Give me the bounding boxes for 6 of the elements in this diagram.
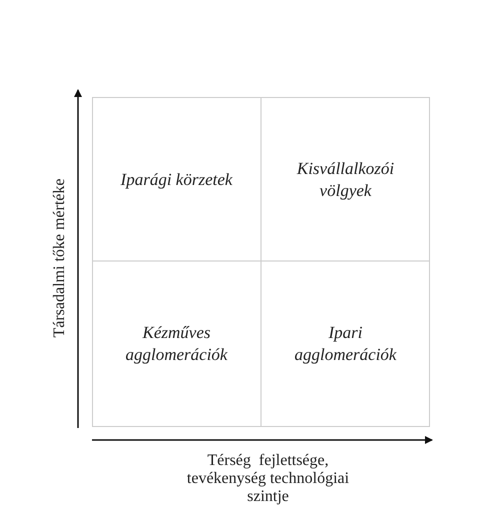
quadrant-label: Kisvállalkozói völgyek <box>296 158 396 202</box>
quadrant-label: Ipari agglomerációk <box>294 322 398 366</box>
axis-title: Térség fejlettsége, tevékenység technológiai szintje <box>186 452 350 506</box>
axis-title: Társadalmi tőke mértéke <box>51 178 69 338</box>
quadrant-label: Iparági körzetek <box>120 168 234 190</box>
quadrant-label: Kézműves agglomerációk <box>124 322 228 366</box>
